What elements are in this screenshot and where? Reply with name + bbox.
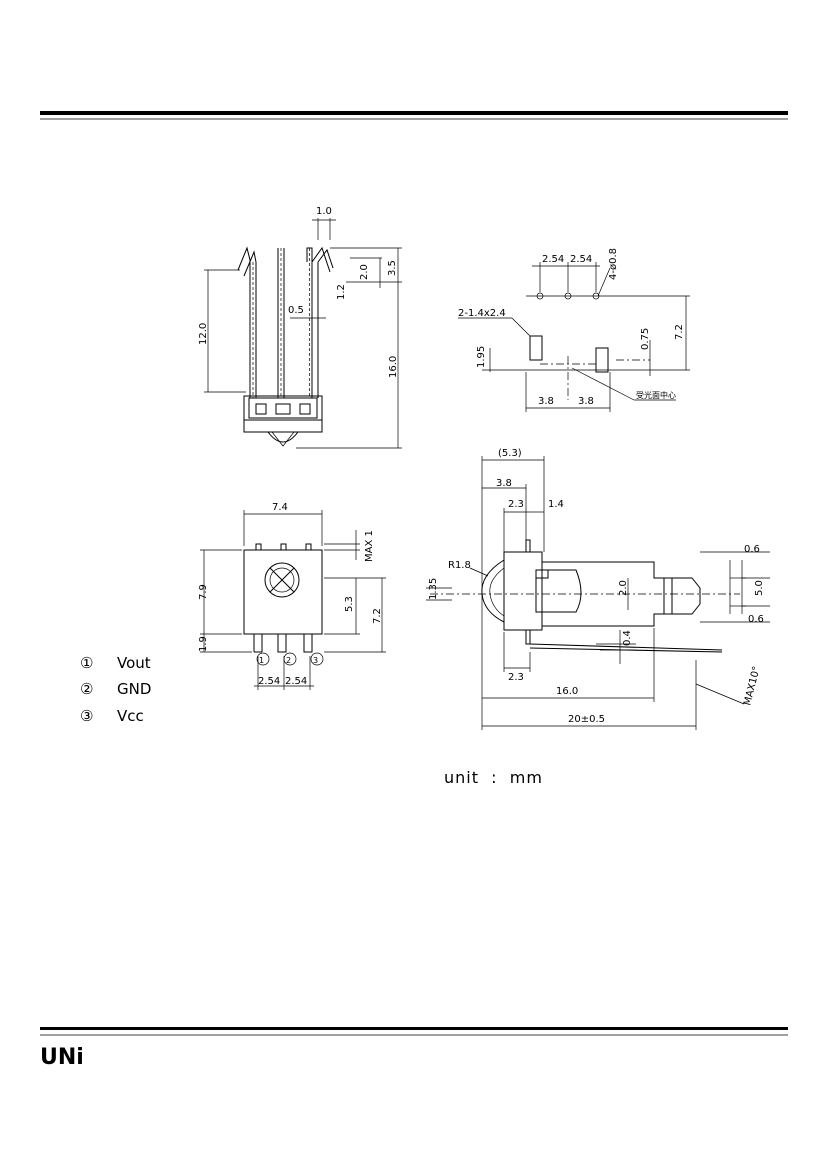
pin-legend: ① Vout ② GND ③ Vcc xyxy=(80,654,151,725)
pin-number: ③ xyxy=(80,707,93,725)
dimension-label: 1.4 xyxy=(548,499,564,510)
dimension-label: MAX10° xyxy=(742,665,762,707)
dimension-label: 0.6 xyxy=(744,544,760,555)
dimension-label: 1.0 xyxy=(316,206,332,217)
pin-legend-item-gnd: ② GND xyxy=(80,680,151,698)
dimension-label: 0.6 xyxy=(748,614,764,625)
svg-text:1: 1 xyxy=(259,656,264,665)
dimension-label: 2-1.4x2.4 xyxy=(458,308,506,319)
dimension-label: 4-ø0.8 xyxy=(608,248,619,280)
dimension-label: (5.3) xyxy=(498,448,522,459)
dimension-label: 1.95 xyxy=(476,346,487,368)
dimension-label: 3.8 xyxy=(496,478,512,489)
dimension-label: 0.75 xyxy=(640,328,651,350)
dimension-label: 20±0.5 xyxy=(568,714,605,725)
dimension-label: 2.54 xyxy=(285,676,307,687)
dimension-label: 2.3 xyxy=(508,672,524,683)
dimension-label: 3.8 xyxy=(578,396,594,407)
dimension-label: 2.54 xyxy=(542,254,564,265)
dimension-label: MAX 1 xyxy=(364,530,375,562)
dimension-label: 2.0 xyxy=(359,264,370,280)
dimension-label: 3.5 xyxy=(387,260,398,276)
dimension-label: 12.0 xyxy=(198,323,209,345)
dimension-label: 3.8 xyxy=(538,396,554,407)
dimension-label: 受光面中心 xyxy=(636,390,676,400)
dimension-label: 7.2 xyxy=(372,608,383,624)
dimension-label: 1.35 xyxy=(428,578,439,600)
dimension-label: 7.4 xyxy=(272,502,288,513)
footprint-view: 2.54 2.54 4-ø0.8 2-1.4x2.4 0.75 7.2 1.95… xyxy=(458,248,690,412)
dimension-label: 16.0 xyxy=(388,356,399,378)
dimension-label: 16.0 xyxy=(556,686,578,697)
unit-note: unit : mm xyxy=(444,768,543,787)
dimension-label: 0.4 xyxy=(622,630,633,646)
pin-legend-item-vout: ① Vout xyxy=(80,654,151,672)
dimension-label: 2.54 xyxy=(258,676,280,687)
side-view-right: (5.3) 3.8 2.3 1.4 R1.8 1.35 2.0 0.6 5.0 … xyxy=(426,448,770,730)
dimension-label: 5.3 xyxy=(344,596,355,612)
front-view: 1 2 3 7.4 MAX 1 7.9 1.9 5.3 7.2 2.54 2.5… xyxy=(198,502,386,690)
dimension-label: R1.8 xyxy=(448,560,471,571)
pin-label: GND xyxy=(117,680,151,698)
svg-text:2: 2 xyxy=(286,656,291,665)
pin-number: ① xyxy=(80,654,93,672)
dimension-label: 0.5 xyxy=(288,305,304,316)
dimension-label: 2.0 xyxy=(618,580,629,596)
dimension-label: 2.54 xyxy=(570,254,592,265)
pin-label: Vcc xyxy=(117,707,144,725)
dimension-label: 7.9 xyxy=(198,584,209,600)
uni-logo: UNi xyxy=(40,1045,84,1070)
pin-label: Vout xyxy=(117,654,151,672)
dimension-label: 7.2 xyxy=(674,324,685,340)
dimension-label: 1.9 xyxy=(198,636,209,652)
side-view-left: 1.0 3.5 2.0 1.2 12.0 0.5 16.0 xyxy=(198,206,402,449)
pin-legend-item-vcc: ③ Vcc xyxy=(80,707,144,725)
header-rule-thick xyxy=(40,111,788,115)
pin-number: ② xyxy=(80,680,93,698)
footer-rule-thick xyxy=(40,1027,788,1030)
dimension-label: 1.2 xyxy=(336,284,347,300)
dimension-label: 5.0 xyxy=(754,580,765,596)
dimension-label: 2.3 xyxy=(508,499,524,510)
svg-text:3: 3 xyxy=(313,656,318,665)
